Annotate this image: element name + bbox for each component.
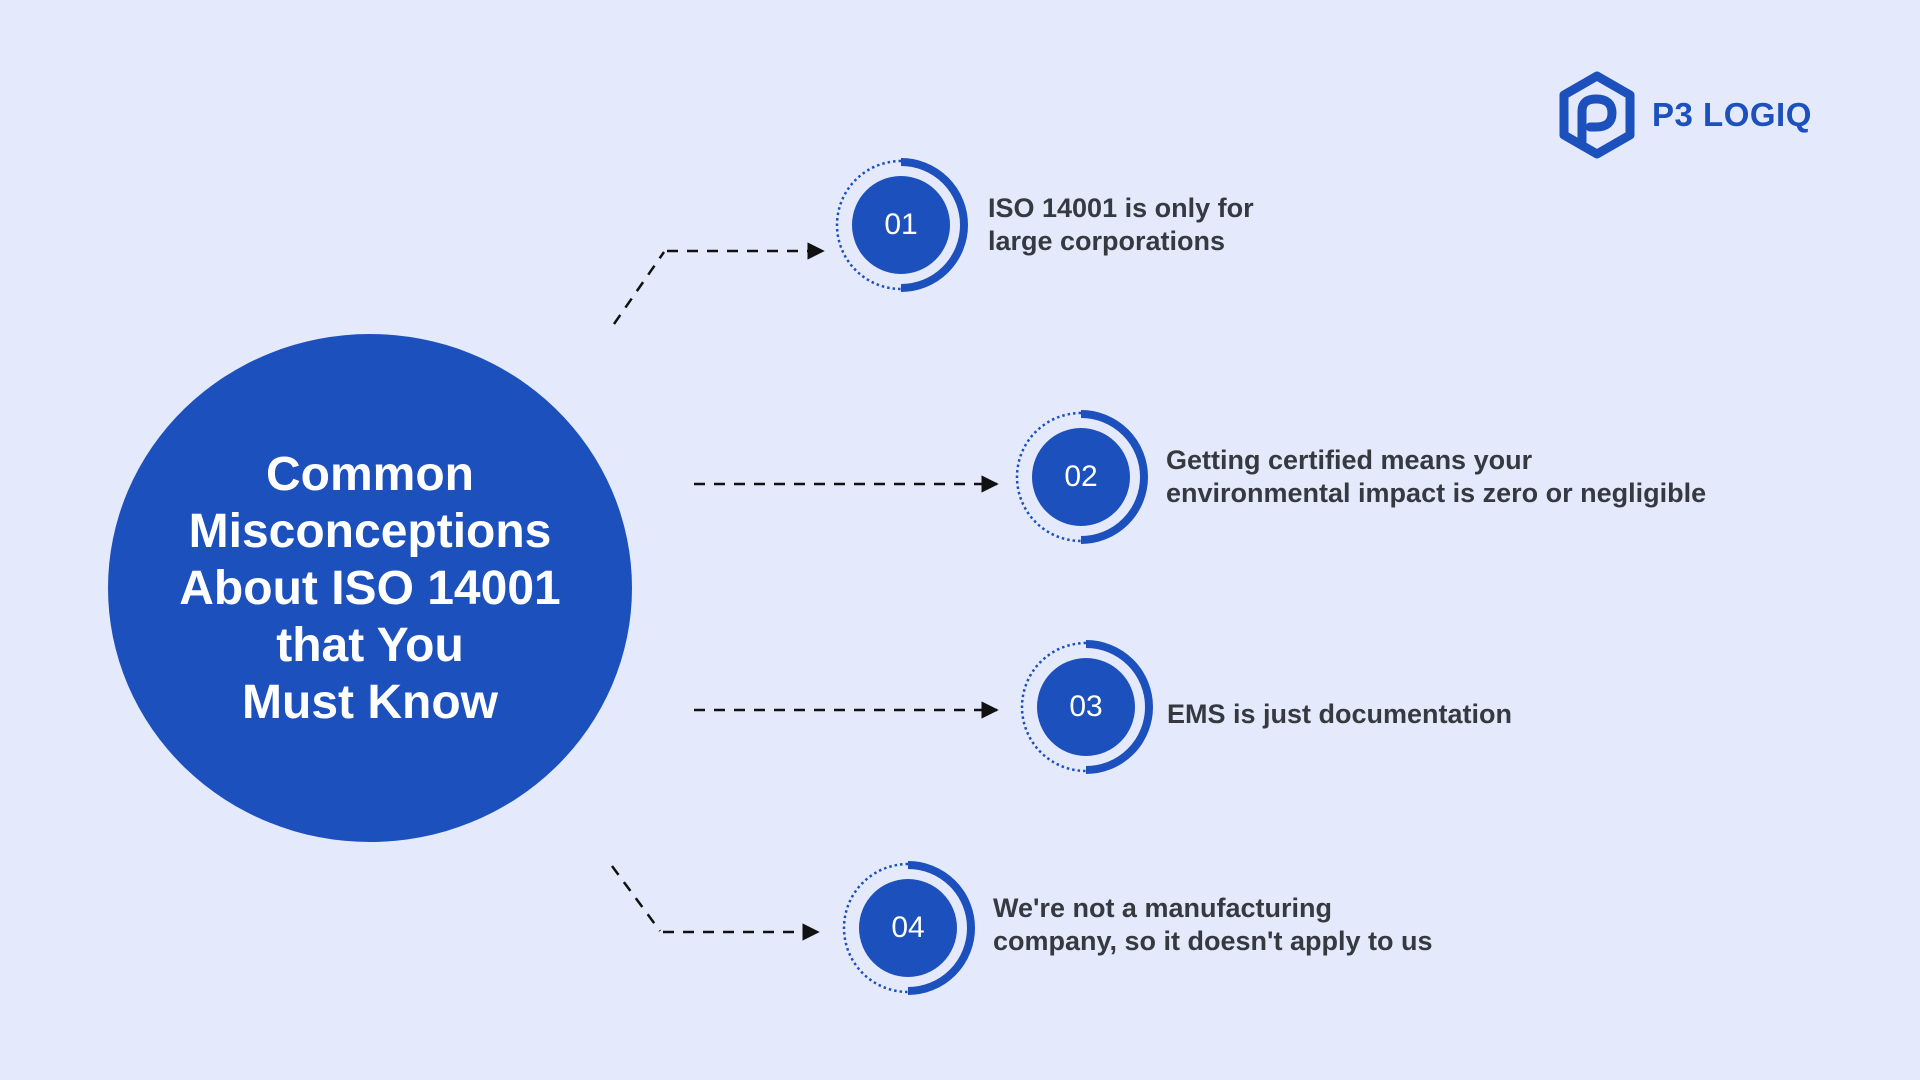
item-label-line: We're not a manufacturing — [993, 893, 1332, 923]
hub-title-line: that You — [276, 619, 464, 672]
hub-title: Common Misconceptions About ISO 14001 th… — [108, 335, 632, 842]
hub-title-line: Common — [266, 448, 474, 501]
item-label-line: Getting certified means your — [1166, 445, 1533, 475]
item-number-4: 04 — [891, 911, 925, 944]
hub-title-line: About ISO 14001 — [179, 562, 561, 615]
hub-circle — [108, 334, 632, 842]
connector-1 — [612, 242, 825, 325]
item-number-1: 01 — [884, 208, 918, 241]
p3-logiq-hexagon-icon — [1559, 71, 1635, 159]
item-label-4: We're not a manufacturing company, so it… — [993, 892, 1432, 958]
number-ring-2 — [1015, 410, 1148, 544]
number-ring-4 — [842, 861, 975, 995]
item-label-line: company, so it doesn't apply to us — [993, 926, 1433, 956]
item-number-3: 03 — [1069, 690, 1103, 723]
item-label-line: environmental impact is zero or negligib… — [1166, 478, 1707, 508]
item-label-line: large corporations — [988, 226, 1226, 256]
brand-logo: P3 LOGIQ — [1556, 70, 1812, 160]
item-label-1: ISO 14001 is only for large corporations — [988, 192, 1254, 258]
hub-title-line: Misconceptions — [188, 505, 552, 558]
hub-title-line: Must Know — [242, 676, 498, 729]
item-label-line: ISO 14001 is only for — [988, 193, 1254, 223]
item-number-2: 02 — [1064, 460, 1098, 493]
brand-name: P3 LOGIQ — [1652, 96, 1812, 133]
number-ring-1 — [835, 158, 968, 292]
item-label-2: Getting certified means your environment… — [1166, 444, 1706, 510]
item-label-3: EMS is just documentation — [1167, 698, 1512, 731]
item-label-line: EMS is just documentation — [1167, 699, 1513, 729]
number-ring-3 — [1020, 640, 1153, 774]
connector-4 — [610, 865, 820, 941]
